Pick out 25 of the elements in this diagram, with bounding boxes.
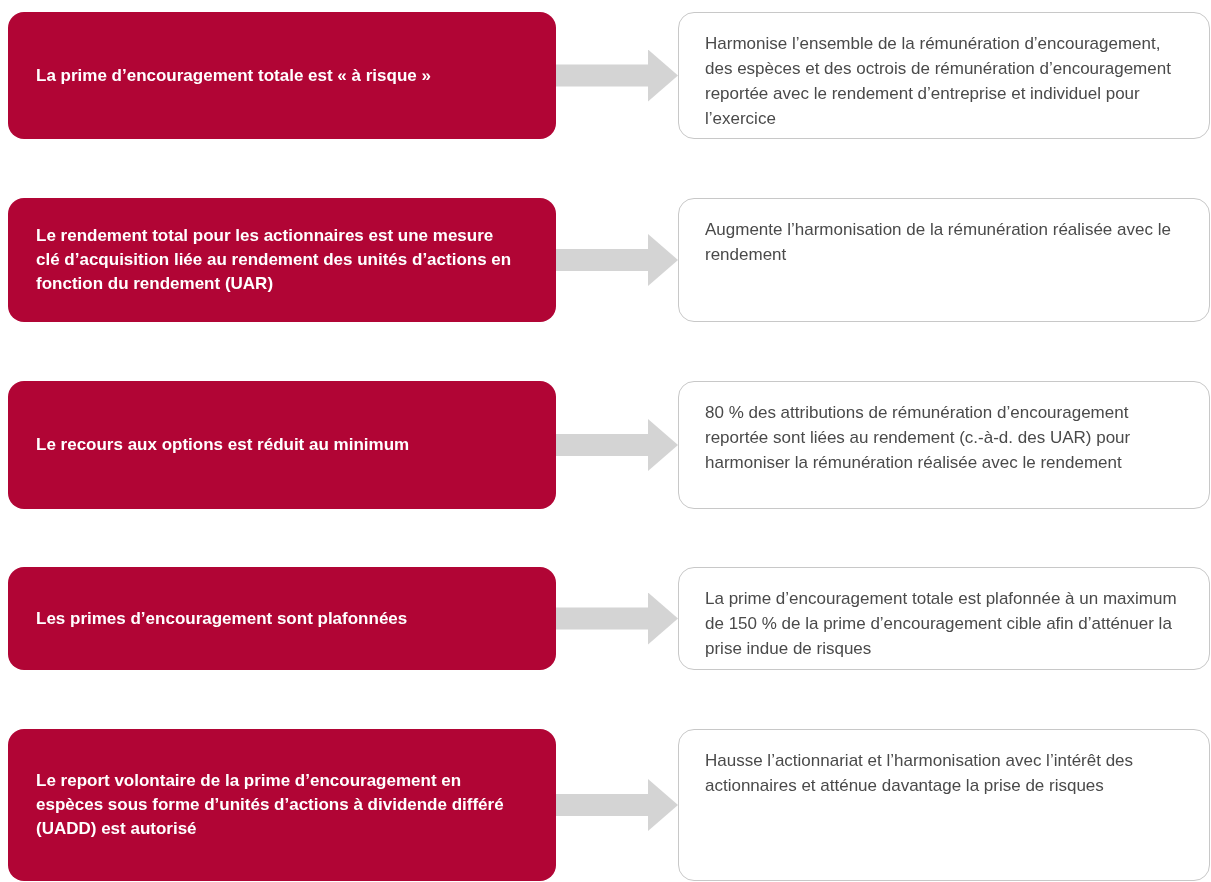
block-arrow: [556, 49, 678, 102]
principle-box: [8, 729, 556, 881]
block-arrow: [556, 592, 678, 645]
principle-box: [8, 381, 556, 509]
description-box: [678, 729, 1210, 881]
principle-box: [8, 567, 556, 670]
principle-text: Le report volontaire de la prime d’encouragement en espèces sous forme d’unités d’actions à dividende différé (UADD) est autorisé: [36, 770, 505, 840]
block-arrow: [556, 234, 678, 286]
principle-text: Le rendement total pour les actionnaires est une mesure clé d’acquisition liée au rendement des unités d’actions en fonction du rendement (UAR): [36, 225, 513, 295]
description-text: La prime d’encouragement totale est plafonnée à un maximum de 150 % de la prime d’encouragement cible afin d’atténuer la prise indue de risques: [705, 588, 1178, 660]
description-box: [678, 198, 1210, 322]
principle-text: Le recours aux options est réduit au minimum: [36, 434, 411, 456]
description-text: Hausse l’actionnariat et l’harmonisation avec l’intérêt des actionnaires et atténue davantage la prise de risques: [705, 750, 1135, 797]
description-text: Augmente l’harmonisation de la rémunération réalisée avec le rendement: [705, 219, 1172, 266]
block-arrow: [556, 779, 678, 831]
description-box: [678, 12, 1210, 139]
block-arrow: [556, 419, 678, 471]
description-box: [678, 567, 1210, 670]
principle-box: [8, 12, 556, 139]
description-text: Harmonise l’ensemble de la rémunération d’encouragement, des espèces et des octrois de rémunération d’encouragement reportée avec le rendement d’entreprise et individuel pour l’exercice: [705, 33, 1172, 130]
principle-text: La prime d’encouragement totale est « à risque »: [36, 64, 432, 87]
principle-text: Les primes d’encouragement sont plafonnées: [36, 607, 409, 630]
description-box: [678, 381, 1210, 509]
principle-box: [8, 198, 556, 322]
description-text: 80 % des attributions de rémunération d’encouragement reportée sont liées au rendement (c.-à-d. des UAR) pour harmoniser la rémunération réalisée avec le rendement: [705, 402, 1132, 474]
